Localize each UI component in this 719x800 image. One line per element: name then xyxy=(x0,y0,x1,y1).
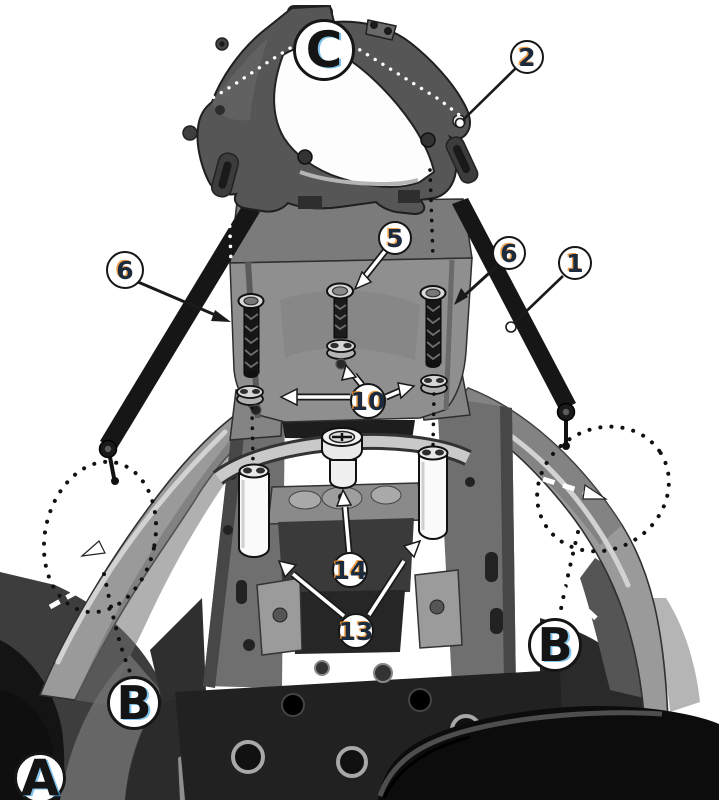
washer-pair-item10-right xyxy=(420,374,448,395)
callout-letter-b-left-label: B xyxy=(116,676,152,730)
alignment-dotted-lines xyxy=(227,168,436,464)
spacer-item13-right xyxy=(417,445,449,541)
washer-pair-item10-left xyxy=(236,385,264,416)
leader-arrow-6-right xyxy=(454,264,499,305)
leader-line-2 xyxy=(454,67,517,129)
callout-5: 5 xyxy=(378,221,412,255)
fitting-area-ellipse-left xyxy=(41,459,159,615)
callout-letter-b-right-label: B xyxy=(537,618,573,672)
threaded-spacer-item6-right xyxy=(419,285,447,368)
screw-item5 xyxy=(326,282,354,339)
callout-14-label: 14 xyxy=(332,555,368,585)
callout-13-label: 13 xyxy=(338,616,374,646)
leader-arrow-6-left xyxy=(137,280,231,322)
callout-letter-a: A xyxy=(14,752,66,800)
callout-letter-b-right: B xyxy=(528,618,582,672)
leader-line-1 xyxy=(505,275,564,333)
callout-13: 13 xyxy=(338,613,374,649)
callout-letter-c-label: C xyxy=(305,21,343,79)
side-stay-left xyxy=(98,206,260,485)
side-stay-right xyxy=(452,198,576,450)
callout-letter-c: C xyxy=(293,19,355,81)
callout-letter-a-label: A xyxy=(20,749,60,800)
callout-10-label: 10 xyxy=(350,386,386,416)
monorack-plate xyxy=(182,4,479,216)
dashed-arrow-left xyxy=(48,495,150,610)
callout-1-label: 1 xyxy=(566,248,584,278)
callout-14: 14 xyxy=(332,552,368,588)
callout-6-right-label: 6 xyxy=(500,238,518,268)
callout-6-left: 6 xyxy=(106,251,144,289)
ellipse-to-b-connectors xyxy=(102,530,580,674)
callout-2-label: 2 xyxy=(518,42,536,72)
pillion-seat xyxy=(377,706,719,800)
white-arrows xyxy=(277,247,422,619)
callout-6-right: 6 xyxy=(492,236,526,270)
callout-5-label: 5 xyxy=(386,223,404,253)
callout-letter-b-left: B xyxy=(107,676,161,730)
callout-10: 10 xyxy=(350,383,386,419)
callout-6-left-label: 6 xyxy=(116,255,134,285)
threaded-spacer-item6-left xyxy=(237,293,265,378)
dashed-arrow-right xyxy=(542,476,608,624)
callout-1: 1 xyxy=(558,246,592,280)
spacer-item13-left xyxy=(238,463,270,559)
bushing-item14 xyxy=(321,427,363,490)
fitting-area-ellipse-right xyxy=(535,424,671,554)
callout-2: 2 xyxy=(510,40,544,74)
